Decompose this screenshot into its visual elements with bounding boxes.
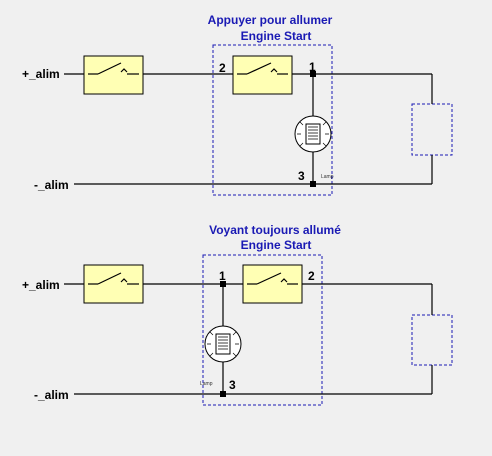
top-node-3-label: 3 [298, 169, 305, 183]
top-lamp [294, 115, 332, 153]
top-node-2-label: 2 [219, 61, 226, 75]
engine-start-outline-top [212, 44, 333, 196]
bottom-node-3-label: 3 [229, 378, 236, 392]
bottom-node-2-label: 2 [308, 269, 315, 283]
top-node-1-label: 1 [309, 60, 316, 74]
bottom-title-line1: Voyant toujours allumé [209, 223, 341, 237]
bottom-minus-alim-label: -_alim [34, 388, 69, 402]
top-plus-alim-label: +_alim [22, 67, 60, 81]
load-component-bottom [411, 314, 453, 366]
bottom-title-line2: Engine Start [241, 238, 312, 252]
top-lamp-label: Lamp [321, 174, 334, 180]
top-node-1-marker [310, 71, 316, 77]
circuit-bottom: Voyant toujours allumé Engine Start +_al… [22, 223, 453, 406]
load-component-top [411, 103, 453, 156]
bottom-switch-engine-start [242, 264, 303, 304]
top-switch-engine-start [232, 55, 293, 95]
bottom-node-1-marker [220, 281, 226, 287]
top-title-line1: Appuyer pour allumer [208, 13, 333, 27]
top-node-3-marker [310, 181, 316, 187]
top-minus-alim-label: -_alim [34, 178, 69, 192]
bottom-plus-alim-label: +_alim [22, 278, 60, 292]
engine-start-outline-bottom [202, 254, 323, 406]
circuit-top: Appuyer pour allumer Engine Start +_alim… [22, 13, 453, 196]
bottom-node-3-marker [220, 391, 226, 397]
top-title-line2: Engine Start [241, 29, 312, 43]
bottom-lamp-label: Lamp [200, 381, 213, 387]
bottom-node-1-label: 1 [219, 269, 226, 283]
bottom-lamp [204, 325, 242, 363]
top-switch-supply [83, 55, 144, 95]
bottom-switch-supply [83, 264, 144, 304]
